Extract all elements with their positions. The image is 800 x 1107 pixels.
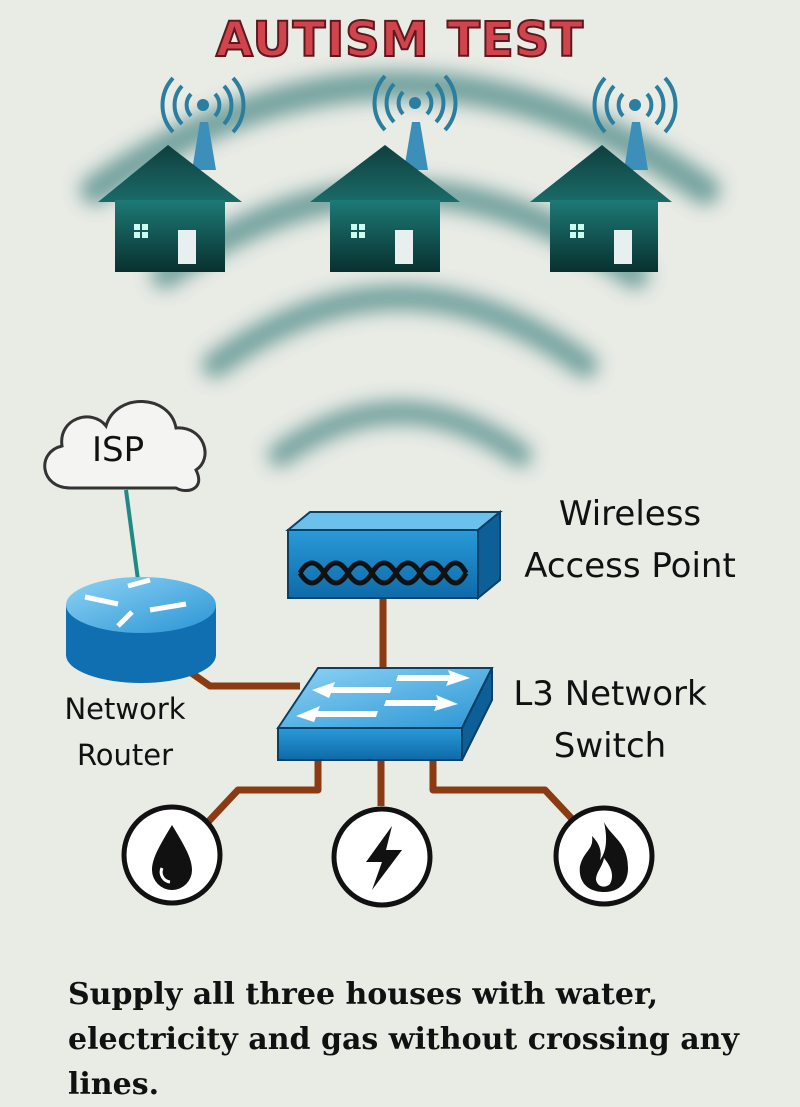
wireless-access-point-label: Wireless Access Point xyxy=(512,488,748,592)
cable-switch-gas xyxy=(429,758,578,825)
network-router-label-line2: Router xyxy=(76,738,174,772)
network-router-label-line1: Network xyxy=(64,692,186,726)
house-icon xyxy=(530,76,678,272)
wifi-signal-icon xyxy=(592,76,678,134)
switch-icon xyxy=(276,667,494,761)
cable-isp-router xyxy=(124,489,140,581)
isp-label: ISP xyxy=(92,430,145,470)
page-title: AUTISM TEST xyxy=(215,11,585,69)
wifi-signal-icon xyxy=(160,76,246,134)
wireless-access-point-label-line1: Wireless xyxy=(558,494,702,534)
cloud-icon xyxy=(43,400,207,493)
cable-switch-water xyxy=(205,758,322,825)
l3-switch-label-line2: Switch xyxy=(553,726,667,766)
router-icon xyxy=(66,577,216,683)
flame-icon xyxy=(553,805,655,907)
water-drop-icon xyxy=(121,804,223,906)
l3-switch-label-line1: L3 Network xyxy=(513,674,707,714)
access-point-icon xyxy=(285,509,503,601)
cables xyxy=(187,597,578,825)
wireless-access-point-label-line2: Access Point xyxy=(524,546,736,586)
l3-switch-label: L3 Network Switch xyxy=(500,668,720,772)
puzzle-caption: Supply all three houses with water, elec… xyxy=(68,977,739,1102)
network-router-label: Network Router xyxy=(50,686,200,778)
house-icon xyxy=(310,74,460,272)
house-icon xyxy=(98,76,246,272)
wifi-signal-icon xyxy=(372,74,458,132)
lightning-icon xyxy=(331,806,433,908)
cable-router-switch xyxy=(187,669,300,690)
